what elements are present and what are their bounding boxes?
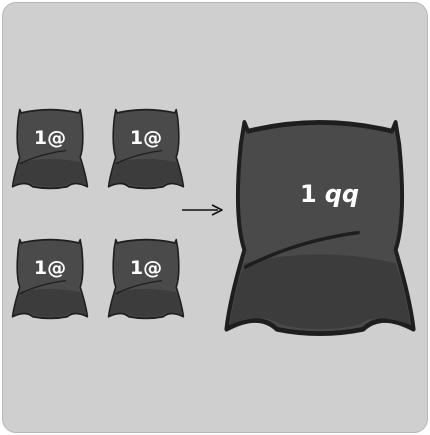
bag-symbol: @ xyxy=(47,257,66,279)
small-bag-1: 1@ xyxy=(13,110,88,189)
bag-symbol: @ xyxy=(143,127,162,149)
bag-number: 1 xyxy=(34,257,47,279)
bag-number: 1 xyxy=(300,180,317,208)
bag-symbol: @ xyxy=(47,127,66,149)
bag-number: 1 xyxy=(130,257,143,279)
small-bag-4: 1@ xyxy=(109,240,184,319)
large-bag: 1 qq xyxy=(226,122,413,333)
svg-text:1@: 1@ xyxy=(130,257,162,279)
svg-text:1@: 1@ xyxy=(34,127,66,149)
arrow-right-icon xyxy=(182,205,222,215)
small-bag-3: 1@ xyxy=(13,240,88,319)
bag-symbol: qq xyxy=(325,180,359,208)
bag-symbol: @ xyxy=(143,257,162,279)
svg-text:1@: 1@ xyxy=(130,127,162,149)
svg-text:1@: 1@ xyxy=(34,257,66,279)
svg-text:1qq: 1 qq xyxy=(300,180,359,208)
small-bag-2: 1@ xyxy=(109,110,184,189)
bag-number: 1 xyxy=(130,127,143,149)
bag-number: 1 xyxy=(34,127,47,149)
